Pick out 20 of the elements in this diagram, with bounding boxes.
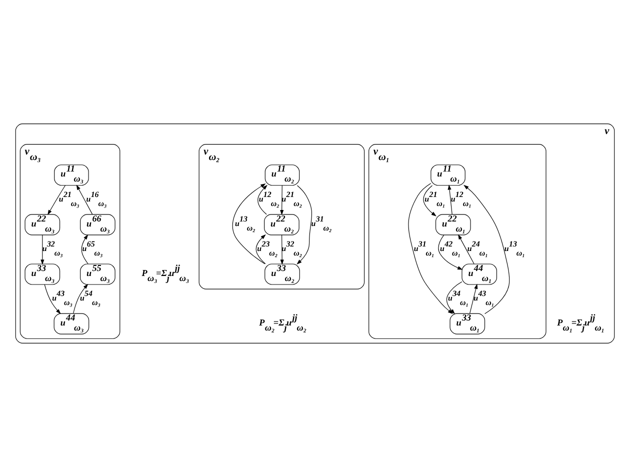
arrow <box>232 183 266 264</box>
arrow <box>458 234 474 264</box>
arrow <box>73 283 88 314</box>
arrow <box>464 184 510 314</box>
arrow <box>446 281 462 314</box>
arrow <box>438 234 463 270</box>
arrow <box>48 184 66 215</box>
arrow <box>408 182 453 314</box>
arrow <box>280 234 284 264</box>
arrow <box>423 184 436 216</box>
arrow <box>280 184 284 215</box>
arrow <box>448 184 452 214</box>
arrow <box>76 184 93 214</box>
arrow <box>296 184 312 264</box>
arrow <box>258 184 268 214</box>
arrow <box>81 234 88 264</box>
arrow <box>44 284 61 314</box>
arrow <box>256 234 266 264</box>
arrow <box>40 234 44 264</box>
arrow <box>470 283 478 314</box>
